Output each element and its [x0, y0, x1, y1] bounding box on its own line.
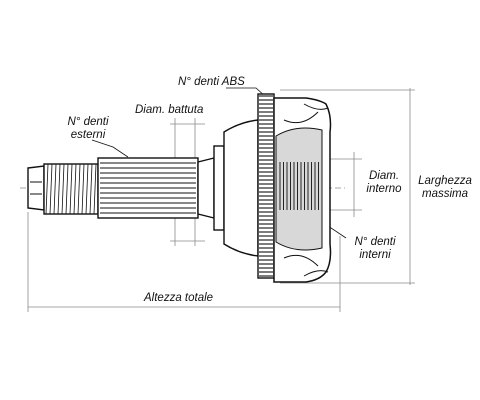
total-height-label: Altezza totale — [144, 292, 214, 304]
max-width-label-line2: massima — [421, 188, 468, 200]
outer-teeth-label-line1: N° denti — [67, 116, 109, 128]
inner-teeth-label-line1: N° denti — [354, 236, 396, 248]
outer-teeth-label: N° denti esterni — [58, 116, 118, 142]
abs-ring — [257, 93, 275, 279]
abs-teeth-label: N° denti ABS — [178, 76, 245, 88]
inner-diameter-label-line2: interno — [366, 183, 402, 195]
inner-spline-lines — [279, 162, 319, 210]
bell-flange — [223, 119, 259, 257]
bell-housing — [273, 97, 332, 283]
inner-diameter-label: Diam. interno — [358, 170, 410, 196]
max-width-label-line1: Larghezza — [418, 175, 472, 187]
inner-teeth-label-line2: interni — [359, 249, 391, 261]
inner-teeth-label: N° denti interni — [344, 236, 406, 262]
seat-diameter-label: Diam. battuta — [135, 104, 204, 116]
inner-diameter-label-line1: Diam. — [368, 170, 400, 182]
max-width-label: Larghezza massima — [412, 175, 478, 201]
thread-lines — [45, 163, 97, 215]
outer-teeth-label-line2: esterni — [70, 129, 106, 141]
spline-lines — [100, 162, 196, 214]
